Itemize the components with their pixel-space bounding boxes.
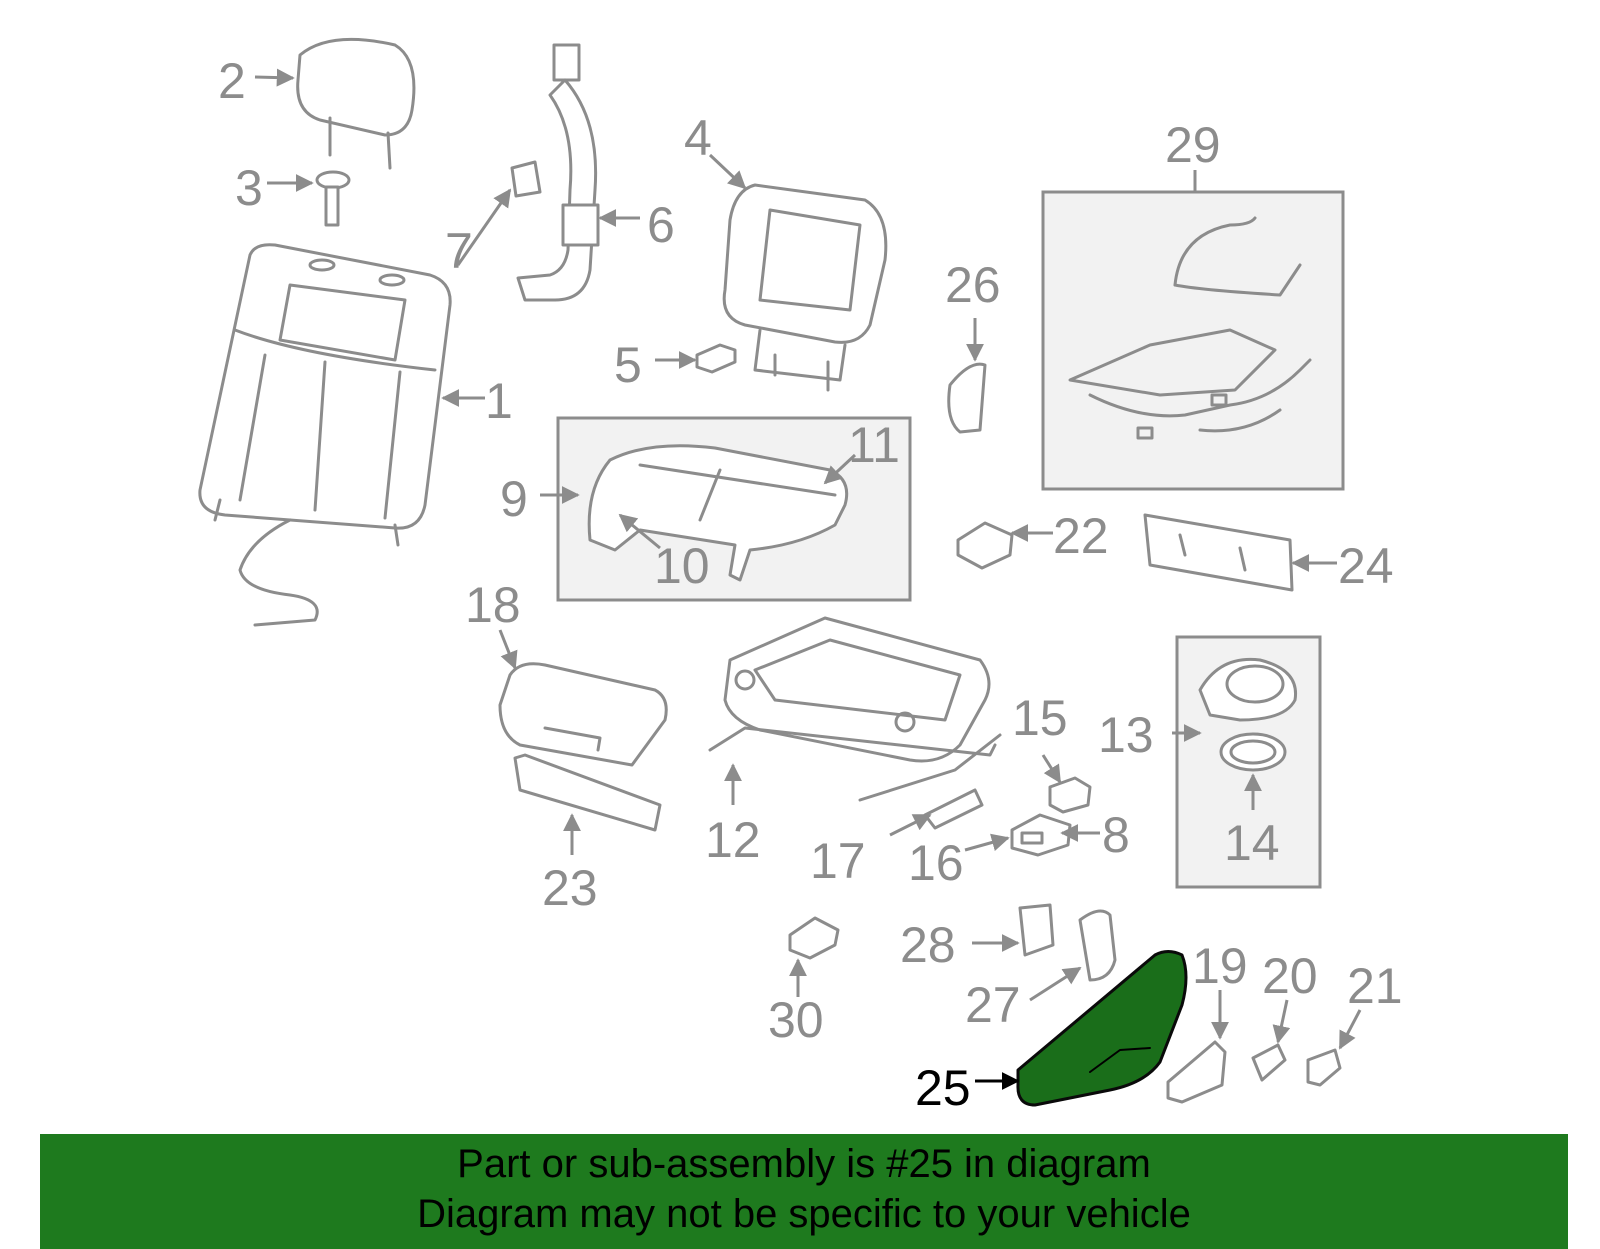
banner-disclaimer: Diagram may not be specific to your vehi… — [417, 1192, 1191, 1236]
part-15-connector[interactable] — [1048, 776, 1092, 814]
callout-7[interactable]: 7 — [445, 223, 473, 279]
callout-2[interactable]: 2 — [218, 53, 246, 109]
part-10-11-cushion[interactable] — [587, 444, 849, 582]
callout-30[interactable]: 30 — [768, 992, 824, 1048]
callout-24[interactable]: 24 — [1338, 538, 1394, 594]
part-30-clip[interactable] — [788, 916, 840, 960]
part-26-bracket[interactable] — [947, 362, 987, 434]
part-18-armrest[interactable] — [498, 662, 668, 767]
callout-18[interactable]: 18 — [465, 577, 521, 633]
callout-21[interactable]: 21 — [1347, 958, 1403, 1014]
callout-15[interactable]: 15 — [1012, 690, 1068, 746]
callout-22[interactable]: 22 — [1053, 508, 1109, 564]
callout-9[interactable]: 9 — [500, 471, 528, 527]
callout-23[interactable]: 23 — [542, 860, 598, 916]
callout-1[interactable]: 1 — [485, 373, 513, 429]
part-23-trim-strip[interactable] — [513, 753, 662, 832]
part-2-headrest[interactable] — [296, 37, 416, 170]
part-25-side-cover[interactable] — [1016, 950, 1188, 1107]
info-banner: Part or sub-assembly is #25 in diagram D… — [40, 1134, 1568, 1249]
callout-10[interactable]: 10 — [654, 538, 710, 594]
part-1-seat-back[interactable] — [198, 243, 452, 627]
part-22-block[interactable] — [956, 521, 1014, 570]
callout-labels: 1 2 3 4 5 6 7 8 9 10 11 12 13 14 15 16 1… — [218, 53, 1403, 1116]
part-12-seat-frame[interactable] — [708, 616, 1002, 802]
callout-4[interactable]: 4 — [684, 110, 712, 166]
callout-19[interactable]: 19 — [1192, 938, 1248, 994]
part-27-28-knob[interactable] — [1018, 903, 1117, 982]
part-29-wire-harness[interactable] — [1068, 216, 1312, 440]
part-4-back-panel[interactable] — [722, 183, 888, 392]
part-17-trim[interactable] — [923, 788, 984, 830]
callout-25[interactable]: 25 — [915, 1060, 971, 1116]
banner-part-note: Part or sub-assembly is #25 in diagram — [457, 1142, 1151, 1186]
callout-3[interactable]: 3 — [235, 160, 263, 216]
part-5-clip[interactable] — [695, 343, 737, 374]
callout-26[interactable]: 26 — [945, 257, 1001, 313]
part-7-clip[interactable] — [510, 160, 542, 198]
callout-28[interactable]: 28 — [900, 917, 956, 973]
part-6-belt-guide[interactable] — [516, 43, 600, 302]
callout-6[interactable]: 6 — [647, 197, 675, 253]
callout-13[interactable]: 13 — [1098, 707, 1154, 763]
group-box-29 — [1041, 190, 1345, 491]
callout-8[interactable]: 8 — [1102, 807, 1130, 863]
part-13-14-motor[interactable] — [1198, 657, 1298, 772]
callout-20[interactable]: 20 — [1262, 948, 1318, 1004]
part-19-20-21-covers[interactable] — [1166, 1040, 1342, 1104]
part-3-bolt[interactable] — [315, 170, 351, 227]
callout-14[interactable]: 14 — [1224, 815, 1280, 871]
callout-17[interactable]: 17 — [810, 833, 866, 889]
callout-12[interactable]: 12 — [705, 812, 761, 868]
callout-16[interactable]: 16 — [908, 835, 964, 891]
part-8-16-switch[interactable] — [1010, 813, 1072, 857]
callout-11[interactable]: 11 — [848, 417, 900, 473]
callout-5[interactable]: 5 — [614, 337, 642, 393]
callout-29[interactable]: 29 — [1165, 117, 1221, 173]
callout-27[interactable]: 27 — [965, 977, 1021, 1033]
part-24-panel[interactable] — [1143, 513, 1294, 592]
callout-arrows — [254, 68, 1362, 1090]
